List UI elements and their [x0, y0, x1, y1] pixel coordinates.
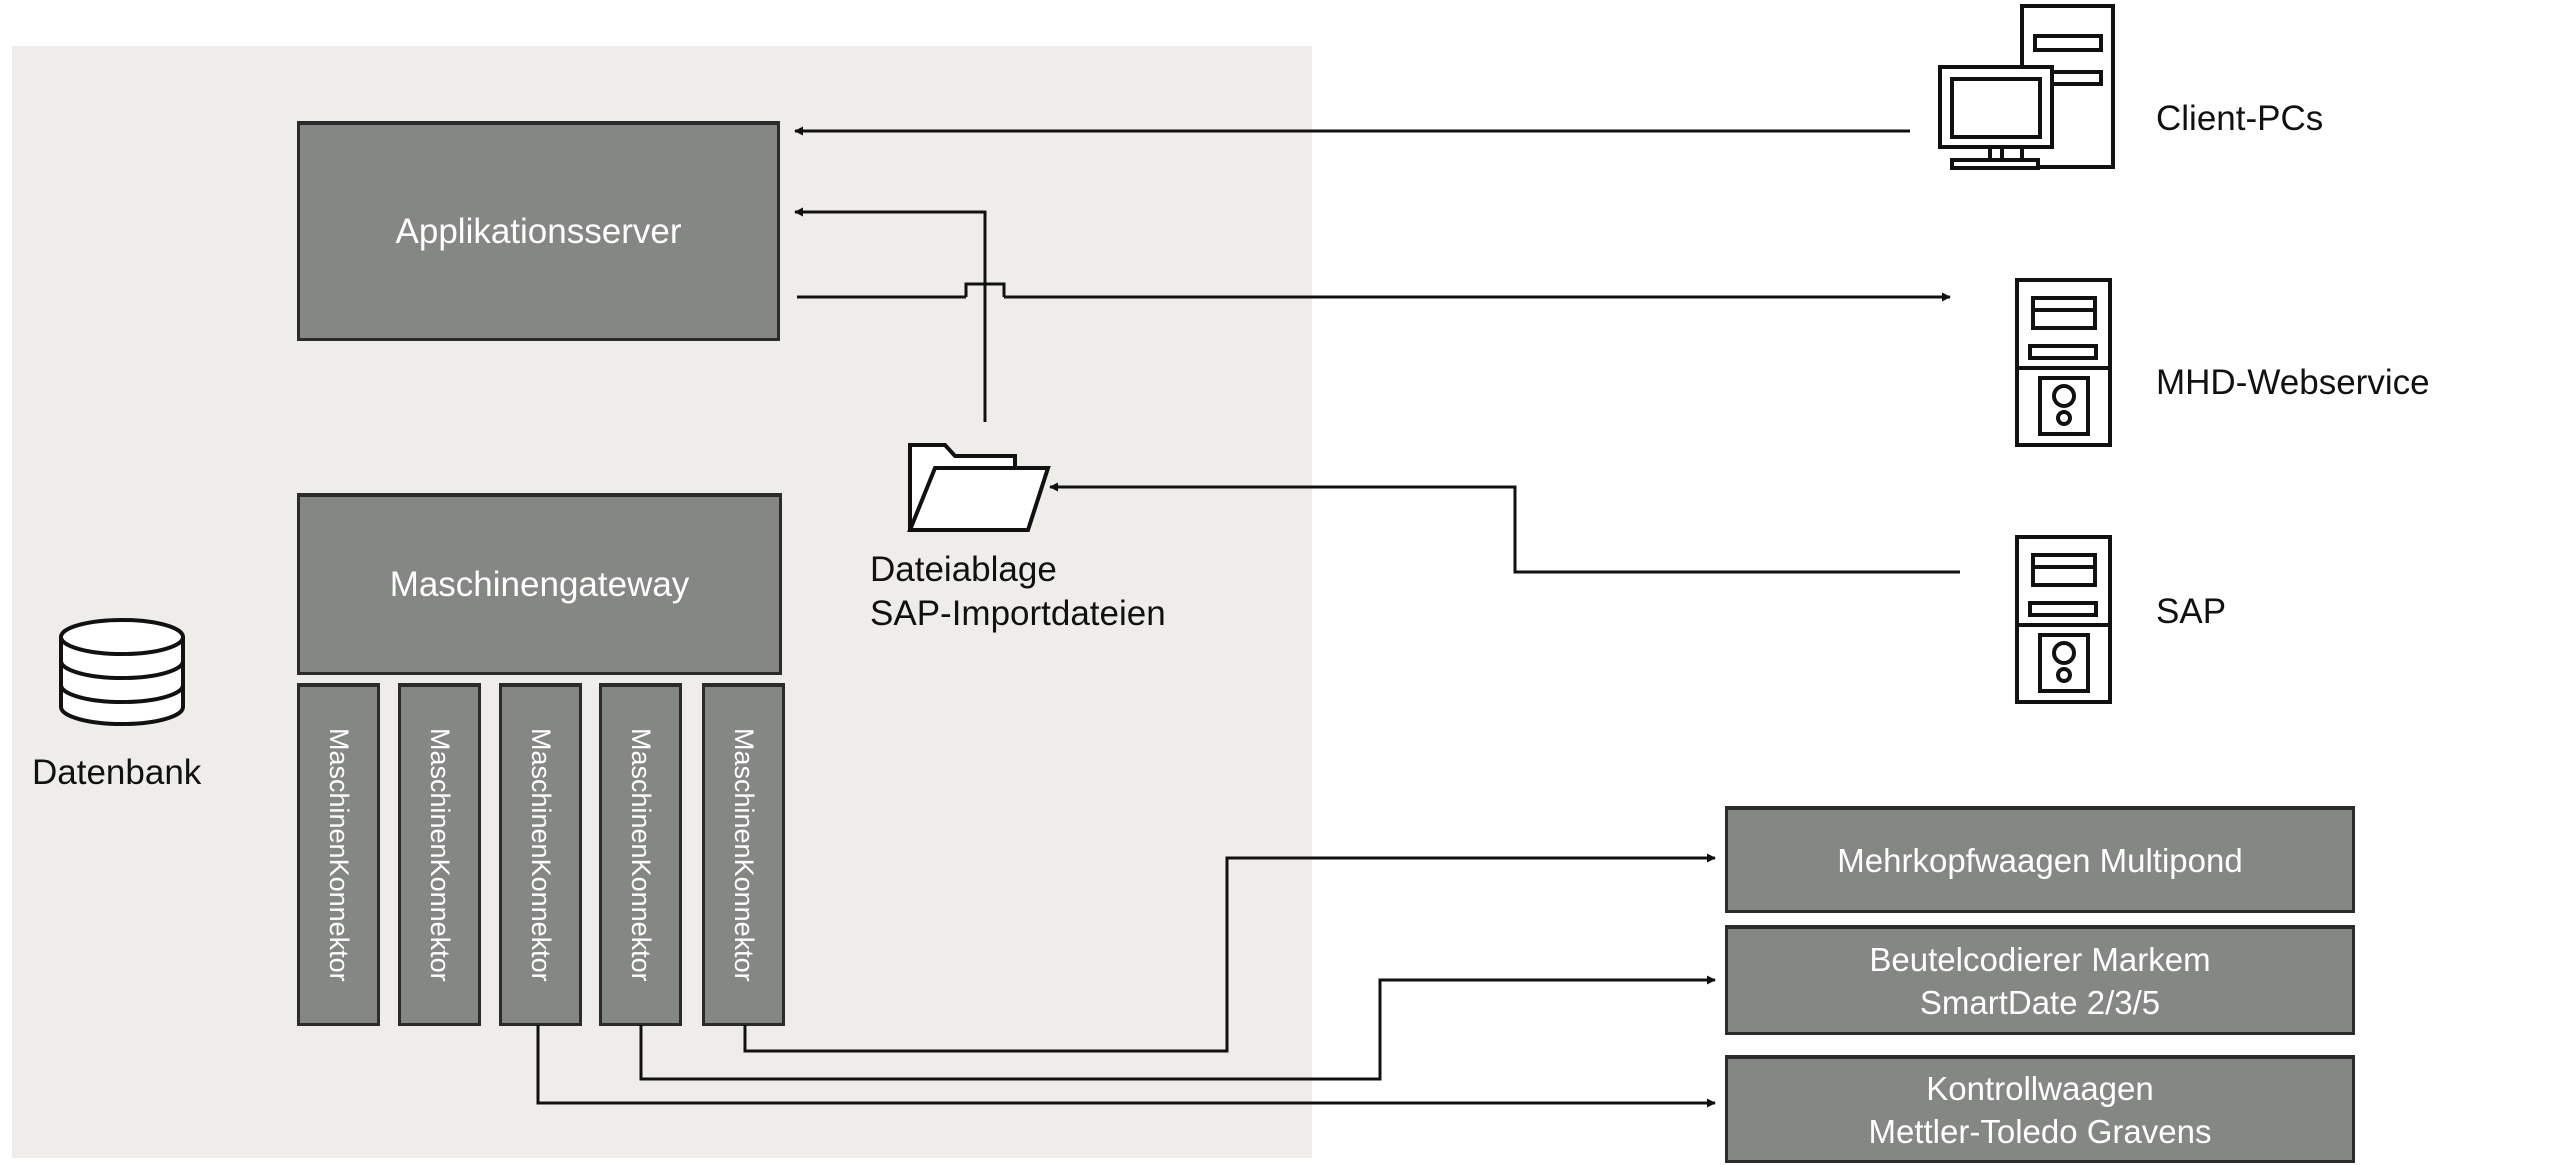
file-store-label-line1: Dateiablage: [870, 550, 1057, 589]
machine-connector-label: MaschinenKonnektor: [526, 728, 556, 982]
markem-box[interactable]: Beutelcodierer Markem SmartDate 2/3/5: [1725, 925, 2355, 1035]
machine-gateway-label: Maschinengateway: [389, 564, 690, 604]
machine-connector-label: MaschinenKonnektor: [324, 728, 354, 982]
mettler-label-line1: Kontrollwaagen: [1926, 1069, 2154, 1107]
app-server-label: Applikationsserver: [395, 211, 682, 251]
machine-connector-4[interactable]: MaschinenKonnektor: [599, 683, 682, 1026]
database-label: Datenbank: [32, 753, 202, 792]
sap-to-filestore-connector: [1049, 482, 1960, 574]
markem-label-line1: Beutelcodierer Markem: [1869, 940, 2211, 978]
mettler-label-line2: Mettler-Toledo Gravens: [1868, 1112, 2212, 1150]
server-icon: [2015, 535, 2112, 704]
file-store-label-line2: SAP-Importdateien: [870, 594, 1166, 633]
server-icon: [2015, 278, 2112, 447]
machine-connector-5[interactable]: MaschinenKonnektor: [702, 683, 785, 1026]
client-pcs-label: Client-PCs: [2156, 99, 2324, 138]
connector-to-multipond-line: [743, 853, 1716, 1053]
machine-connector-label: MaschinenKonnektor: [626, 728, 656, 982]
connector-to-mettler-line: [536, 1025, 1716, 1108]
sap-label: SAP: [2156, 592, 2227, 631]
machine-connector-3[interactable]: MaschinenKonnektor: [499, 683, 582, 1026]
machine-connector-label: MaschinenKonnektor: [425, 728, 455, 982]
machine-connector-label: MaschinenKonnektor: [729, 728, 759, 982]
desktop-pc-icon: [1938, 4, 2115, 170]
machine-gateway-box[interactable]: Maschinengateway: [297, 493, 782, 675]
connector-to-markem-line: [639, 975, 1716, 1081]
mettler-box[interactable]: Kontrollwaagen Mettler-Toledo Gravens: [1725, 1055, 2355, 1163]
machine-connector-1[interactable]: MaschinenKonnektor: [297, 683, 380, 1026]
multipond-label: Mehrkopfwaagen Multipond: [1837, 841, 2243, 879]
app-server-box[interactable]: Applikationsserver: [297, 121, 780, 341]
database-icon: [59, 618, 185, 726]
folder-icon: [907, 443, 1051, 532]
multipond-box[interactable]: Mehrkopfwaagen Multipond: [1725, 806, 2355, 913]
filestore-to-app-connector: [794, 207, 987, 422]
machine-connector-2[interactable]: MaschinenKonnektor: [398, 683, 481, 1026]
markem-label-line2: SmartDate 2/3/5: [1919, 983, 2161, 1021]
mhd-webservice-label: MHD-Webservice: [2156, 363, 2430, 402]
line-jump-bridge: [964, 282, 1006, 297]
